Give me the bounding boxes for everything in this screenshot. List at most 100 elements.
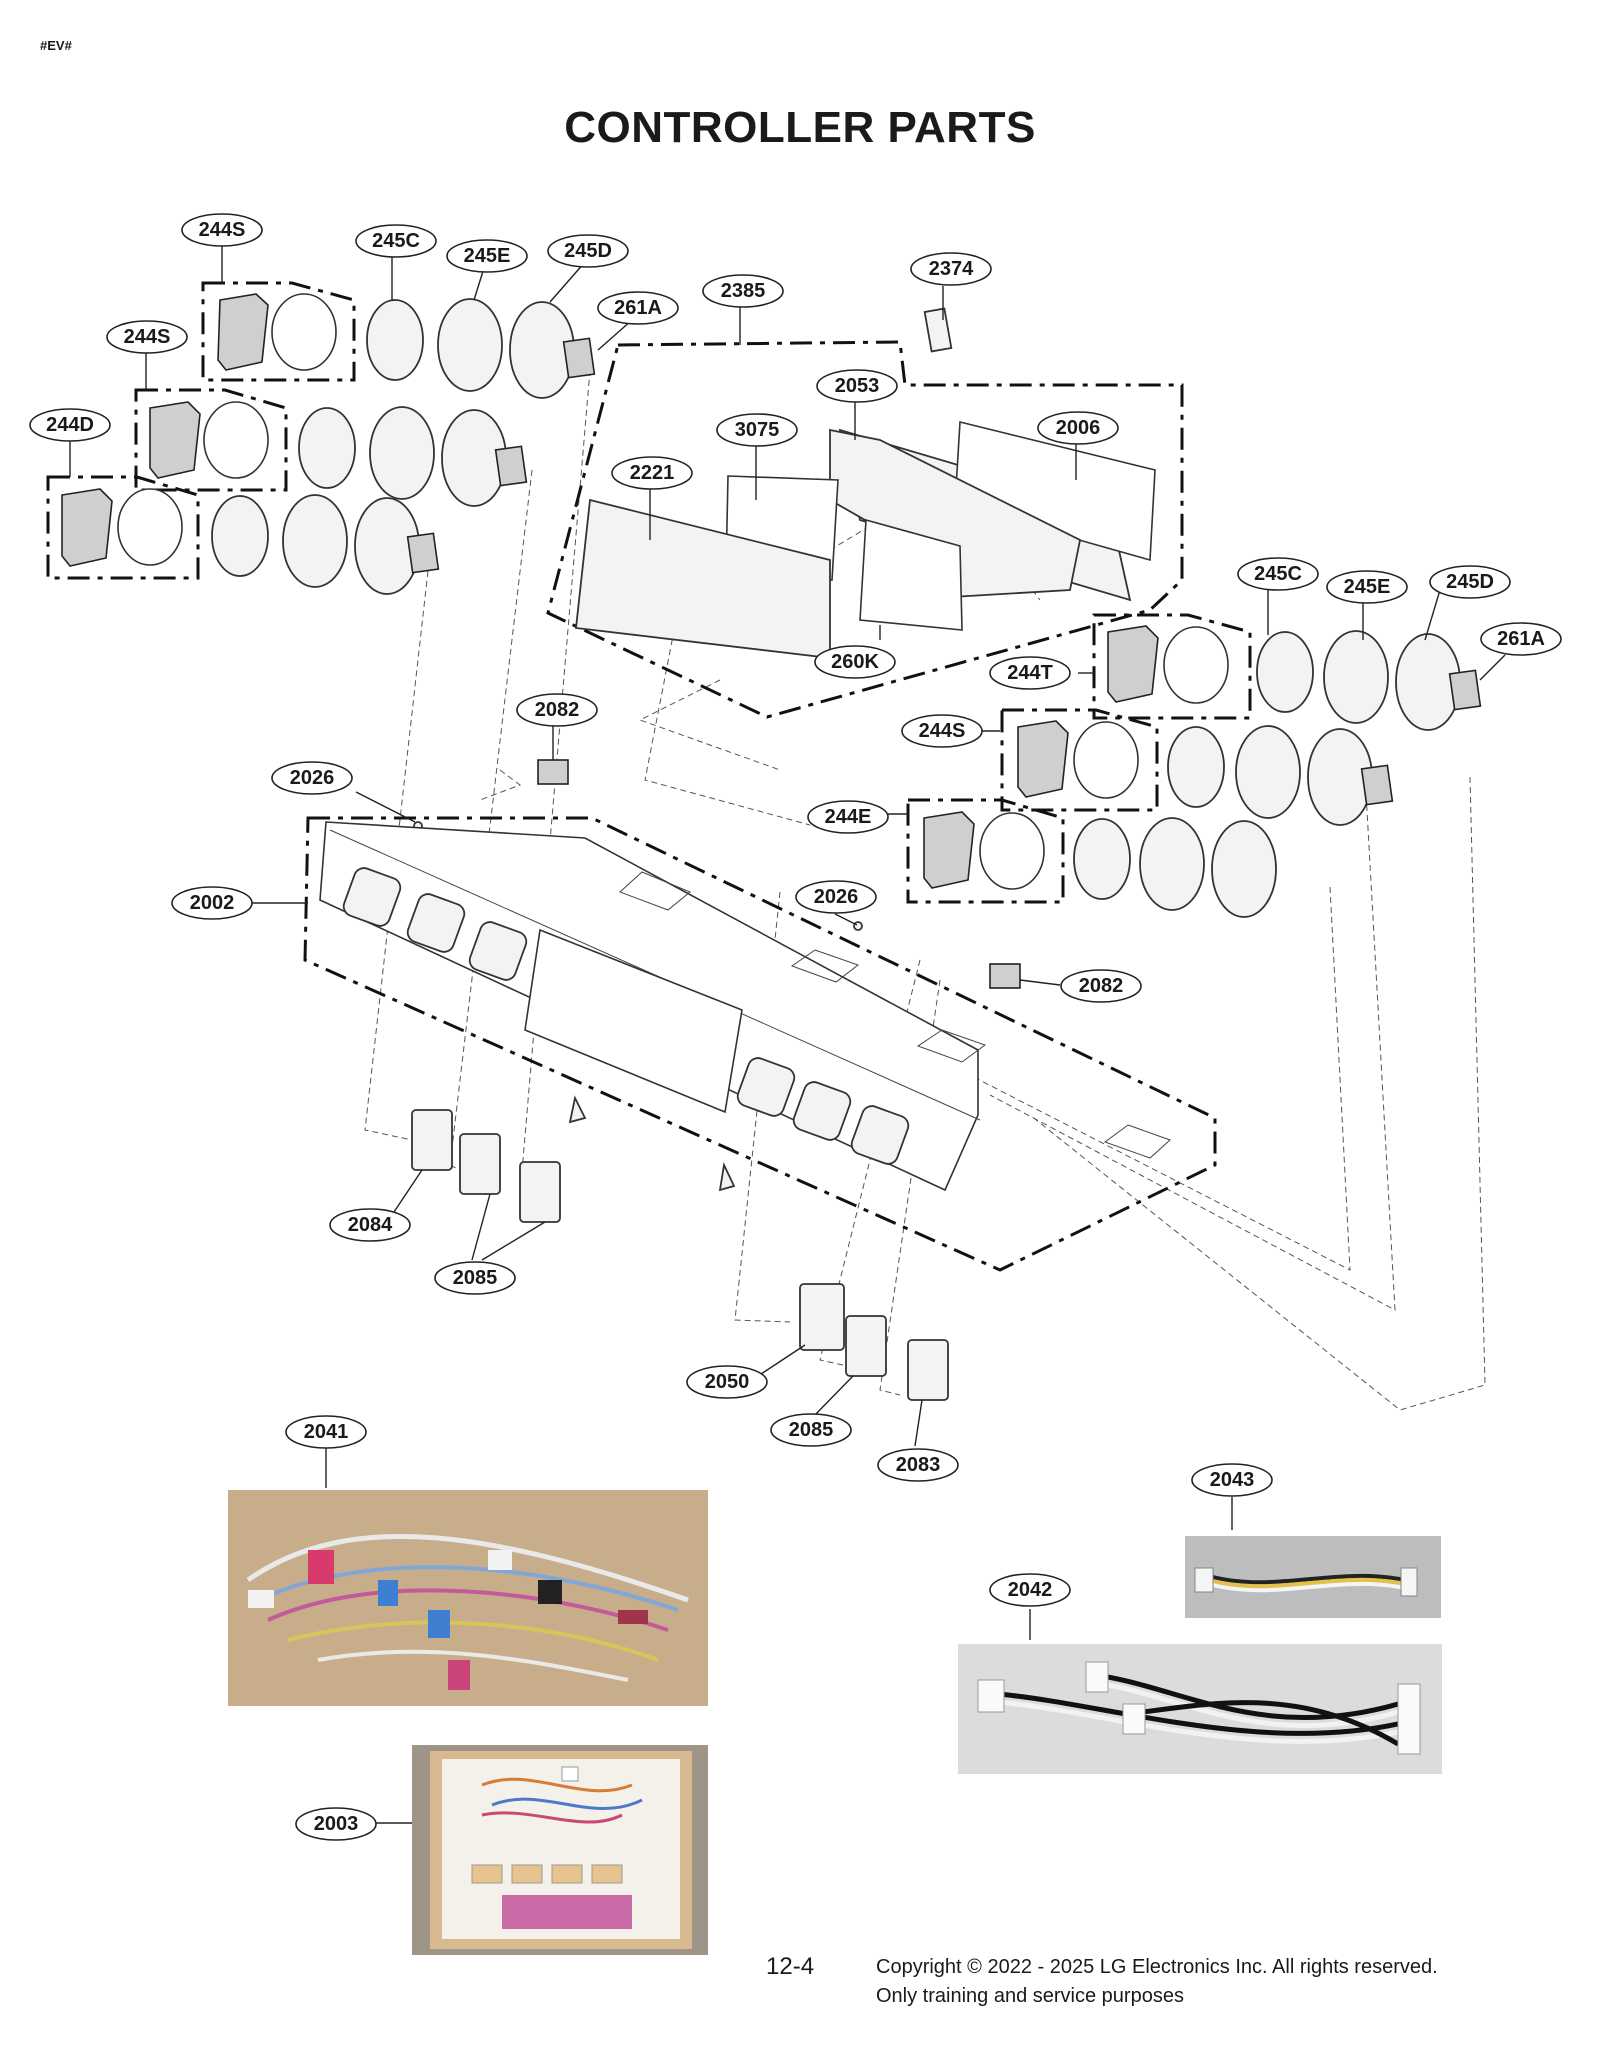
callout-245c-b: 245C bbox=[1237, 557, 1319, 591]
callout-2082-b: 2082 bbox=[1060, 969, 1142, 1003]
svg-text:2082: 2082 bbox=[535, 699, 580, 721]
svg-text:261A: 261A bbox=[614, 297, 662, 319]
callout-244s-c: 244S bbox=[901, 714, 983, 748]
callout-2085-b: 2085 bbox=[770, 1413, 852, 1447]
svg-text:2026: 2026 bbox=[290, 767, 335, 789]
svg-text:2085: 2085 bbox=[453, 1267, 498, 1289]
callout-2385: 2385 bbox=[702, 274, 784, 308]
callout-2221: 2221 bbox=[611, 456, 693, 490]
svg-text:3075: 3075 bbox=[735, 419, 780, 441]
svg-text:245C: 245C bbox=[1254, 563, 1302, 585]
svg-text:2085: 2085 bbox=[789, 1419, 834, 1441]
callout-260k: 260K bbox=[814, 645, 896, 679]
callout-2026-b: 2026 bbox=[795, 880, 877, 914]
svg-text:2041: 2041 bbox=[304, 1421, 349, 1443]
model-tag: #EV# bbox=[40, 38, 72, 53]
callout-2006: 2006 bbox=[1037, 411, 1119, 445]
callout-244t: 244T bbox=[989, 656, 1071, 690]
svg-text:244E: 244E bbox=[825, 806, 872, 828]
knob-assembly-row-2 bbox=[149, 401, 528, 507]
svg-text:2043: 2043 bbox=[1210, 1469, 1255, 1491]
callouts: 244S 245C 245E 245D 261A 2385 2374 244S … bbox=[29, 213, 1562, 1841]
svg-text:2026: 2026 bbox=[814, 886, 859, 908]
callout-2082-a: 2082 bbox=[516, 693, 598, 727]
svg-text:260K: 260K bbox=[831, 651, 879, 673]
knob-group-244d bbox=[46, 475, 200, 580]
switch-components bbox=[411, 1109, 949, 1401]
svg-text:2050: 2050 bbox=[705, 1371, 750, 1393]
svg-text:2084: 2084 bbox=[348, 1214, 393, 1236]
knob-group-244s-mid bbox=[134, 388, 288, 492]
part-2085-body-a bbox=[459, 1133, 501, 1195]
svg-text:244S: 244S bbox=[919, 720, 966, 742]
panel-group-2002 bbox=[303, 816, 1217, 1272]
callout-3075: 3075 bbox=[716, 413, 798, 447]
callout-2002: 2002 bbox=[171, 886, 253, 920]
callout-245e-a: 245E bbox=[446, 239, 528, 273]
callout-2053: 2053 bbox=[816, 369, 898, 403]
callout-245d-b: 245D bbox=[1429, 565, 1511, 599]
part-2050-body bbox=[799, 1283, 845, 1351]
control-panel bbox=[319, 821, 1171, 1192]
callout-2026-a: 2026 bbox=[271, 761, 353, 795]
clip-2082-left bbox=[537, 759, 569, 785]
svg-text:245D: 245D bbox=[1446, 571, 1494, 593]
wire-harness-photo-2041 bbox=[228, 1490, 708, 1706]
part-2084-body bbox=[411, 1109, 453, 1171]
part-2085-body-c bbox=[845, 1315, 887, 1377]
svg-text:244S: 244S bbox=[124, 326, 171, 348]
display-assembly bbox=[575, 307, 1156, 660]
svg-text:2083: 2083 bbox=[896, 1454, 941, 1476]
callout-244e: 244E bbox=[807, 800, 889, 834]
svg-text:244S: 244S bbox=[199, 219, 246, 241]
svg-text:244D: 244D bbox=[46, 414, 94, 436]
svg-text:245E: 245E bbox=[1344, 576, 1391, 598]
callout-244s-b: 244S bbox=[106, 320, 188, 354]
callout-244d: 244D bbox=[29, 408, 111, 442]
page-number: 12-4 bbox=[766, 1953, 815, 1980]
svg-text:2385: 2385 bbox=[721, 280, 766, 302]
part-2085-body-b bbox=[519, 1161, 561, 1223]
small-parts bbox=[413, 759, 1021, 989]
svg-text:2053: 2053 bbox=[835, 375, 880, 397]
callout-2041: 2041 bbox=[285, 1415, 367, 1449]
callout-244s-a: 244S bbox=[181, 213, 263, 247]
knob-group-244t bbox=[1092, 613, 1252, 720]
knob-assembly-row-3 bbox=[61, 488, 440, 595]
page-title: CONTROLLER PARTS bbox=[564, 103, 1036, 152]
callout-2085-a: 2085 bbox=[434, 1261, 516, 1295]
copyright-notice: Copyright © 2022 - 2025 LG Electronics I… bbox=[876, 1953, 1438, 2011]
callout-245c-a: 245C bbox=[355, 224, 437, 258]
svg-text:2002: 2002 bbox=[190, 892, 235, 914]
knob-assembly-right-row-1 bbox=[1107, 625, 1482, 731]
svg-text:245E: 245E bbox=[464, 245, 511, 267]
callout-2003: 2003 bbox=[295, 1807, 377, 1841]
part-2083-body bbox=[907, 1339, 949, 1401]
svg-text:245C: 245C bbox=[372, 230, 420, 252]
svg-text:2042: 2042 bbox=[1008, 1579, 1053, 1601]
screw-2026-right bbox=[853, 921, 863, 931]
svg-text:2221: 2221 bbox=[630, 462, 675, 484]
svg-text:2082: 2082 bbox=[1079, 975, 1124, 997]
knob-assembly-right-row-3 bbox=[923, 811, 1277, 918]
knob-group-244s-top bbox=[201, 281, 356, 382]
callout-261a-b: 261A bbox=[1480, 622, 1562, 656]
callout-2050: 2050 bbox=[686, 1365, 768, 1399]
copyright-line-2: Only training and service purposes bbox=[876, 1985, 1184, 2007]
svg-text:2006: 2006 bbox=[1056, 417, 1101, 439]
leader-lines bbox=[69, 242, 1506, 1824]
callout-2043: 2043 bbox=[1191, 1463, 1273, 1497]
wire-harness-kit-photo-2003 bbox=[412, 1745, 708, 1955]
callout-2084: 2084 bbox=[329, 1208, 411, 1242]
copyright-line-1: Copyright © 2022 - 2025 LG Electronics I… bbox=[876, 1956, 1438, 1978]
callout-2374: 2374 bbox=[910, 252, 992, 286]
knob-assembly-row-1 bbox=[217, 293, 596, 399]
callout-2042: 2042 bbox=[989, 1573, 1071, 1607]
knob-assembly-right-row-2 bbox=[1017, 720, 1394, 826]
callout-261a-a: 261A bbox=[597, 291, 679, 325]
wire-harness-photo-2043 bbox=[1185, 1536, 1441, 1618]
svg-text:244T: 244T bbox=[1007, 662, 1053, 684]
svg-text:2003: 2003 bbox=[314, 1813, 359, 1835]
svg-text:261A: 261A bbox=[1497, 628, 1545, 650]
